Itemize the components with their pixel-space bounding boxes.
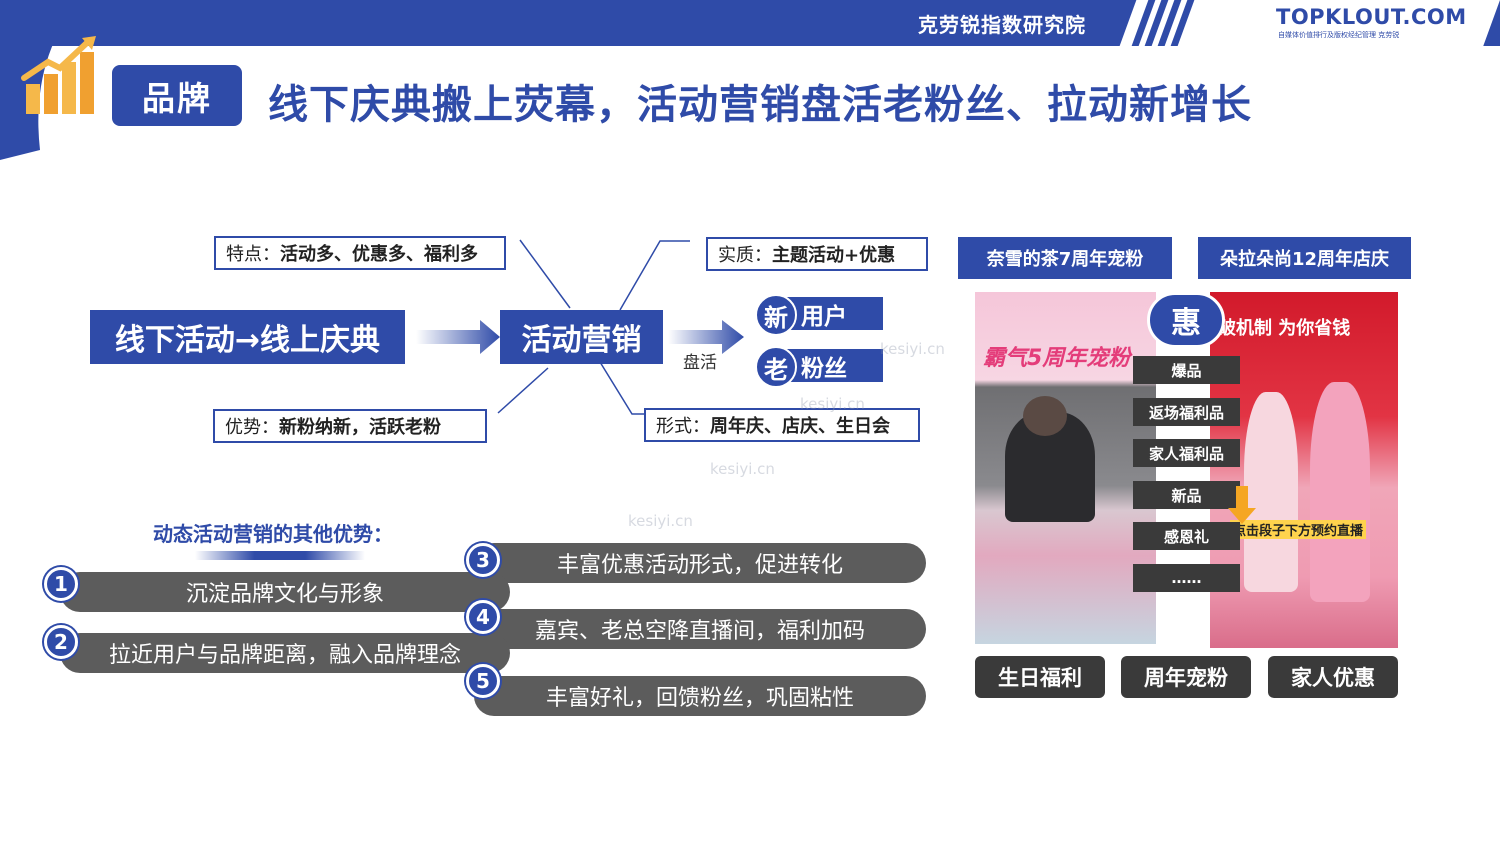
growth-chart-icon (21, 36, 96, 114)
advantage-item-2: 拉近用户与品牌距离，融入品牌理念 (60, 633, 510, 673)
number-badge-5: 5 (466, 664, 500, 698)
form-value: 周年庆、店庆、生日会 (710, 416, 890, 437)
advantage-item-5: 丰富好礼，回馈粉丝，巩固粘性 (474, 676, 926, 716)
watermark: kesiyi.cn (880, 340, 945, 358)
advantage-note: 优势：新粉纳新，活跃老粉 (213, 409, 487, 443)
offline-to-online-box: 线下活动→线上庆典 (90, 310, 405, 364)
advantages-title: 动态活动营销的其他优势： (153, 522, 393, 546)
advantage-label: 优势： (225, 417, 279, 438)
logo-subtitle: 自媒体价值排行及版权经纪管理 克劳锐 (1278, 31, 1400, 39)
tag-family-discount: 家人优惠 (1268, 656, 1398, 698)
promo-item-more: …… (1133, 564, 1240, 592)
topklout-logo[interactable]: TOPKLOUT.COM (1276, 5, 1467, 29)
page-title: 线下庆典搬上荧幕，活动营销盘活老粉丝、拉动新增长 (268, 82, 1252, 128)
advantage-item-1: 沉淀品牌文化与形象 (60, 572, 510, 612)
number-badge-3: 3 (466, 543, 500, 577)
header-bar (0, 0, 1500, 46)
duoladuoshang-shot-banner: 点击段子下方预约直播 (1230, 520, 1367, 539)
feature-label: 特点： (226, 244, 280, 265)
promo-item-family: 家人福利品 (1133, 439, 1240, 467)
brand-tag: 品牌 (112, 65, 242, 126)
essence-label: 实质： (718, 245, 772, 266)
activity-marketing-box: 活动营销 (500, 310, 663, 364)
old-fans-pill: 粉丝 老 (755, 346, 883, 388)
feature-note: 特点：活动多、优惠多、福利多 (214, 236, 506, 270)
tag-birthday-benefit: 生日福利 (975, 656, 1105, 698)
host-head (1023, 396, 1067, 436)
advantage-value: 新粉纳新，活跃老粉 (279, 417, 441, 438)
host-figure-male (1310, 382, 1370, 602)
tag-anniversary-fans: 周年宠粉 (1121, 656, 1251, 698)
duoladuoshang-livestream-screenshot: 破机制 为你省钱 点击段子下方预约直播 (1210, 292, 1398, 648)
case-title-naixue: 奈雪的茶7周年宠粉 (958, 237, 1172, 279)
case-title-duoladuoshang: 朵拉朵尚12周年店庆 (1198, 237, 1411, 279)
naixue-livestream-screenshot: 霸气5周年宠粉 (975, 292, 1156, 644)
essence-value: 主题活动+优惠 (772, 245, 896, 266)
duoladuoshang-shot-caption: 破机制 为你省钱 (1218, 318, 1351, 339)
host-figure-female (1244, 392, 1298, 592)
promo-item-encore: 返场福利品 (1133, 398, 1240, 426)
down-arrow-icon (1228, 486, 1256, 524)
new-char-circle: 新 (755, 294, 797, 336)
advantage-item-4: 嘉宾、老总空降直播间，福利加码 (474, 609, 926, 649)
promo-item-new: 新品 (1133, 481, 1240, 509)
promo-item-hot: 爆品 (1133, 356, 1240, 384)
watermark: kesiyi.cn (710, 460, 775, 478)
old-char-circle: 老 (755, 346, 797, 388)
advantage-item-3: 丰富优惠活动形式，促进转化 (474, 543, 926, 583)
watermark: kesiyi.cn (800, 395, 865, 413)
activate-verb: 盘活 (683, 353, 717, 373)
form-note: 形式：周年庆、店庆、生日会 (644, 408, 920, 442)
form-label: 形式： (656, 416, 710, 437)
feature-value: 活动多、优惠多、福利多 (280, 244, 478, 265)
new-users-pill: 用户 新 (755, 294, 883, 336)
corner-swoosh-decoration (0, 0, 80, 160)
number-badge-2: 2 (44, 625, 78, 659)
number-badge-1: 1 (44, 567, 78, 601)
watermark: kesiyi.cn (628, 512, 693, 530)
number-badge-4: 4 (466, 600, 500, 634)
discount-badge: 惠 (1147, 292, 1225, 348)
institute-name: 克劳锐指数研究院 (918, 13, 1086, 37)
essence-note: 实质：主题活动+优惠 (706, 237, 928, 271)
promo-item-gratitude: 感恩礼 (1133, 522, 1240, 550)
naixue-shot-caption: 霸气5周年宠粉 (983, 346, 1131, 371)
advantages-underline (195, 551, 365, 560)
